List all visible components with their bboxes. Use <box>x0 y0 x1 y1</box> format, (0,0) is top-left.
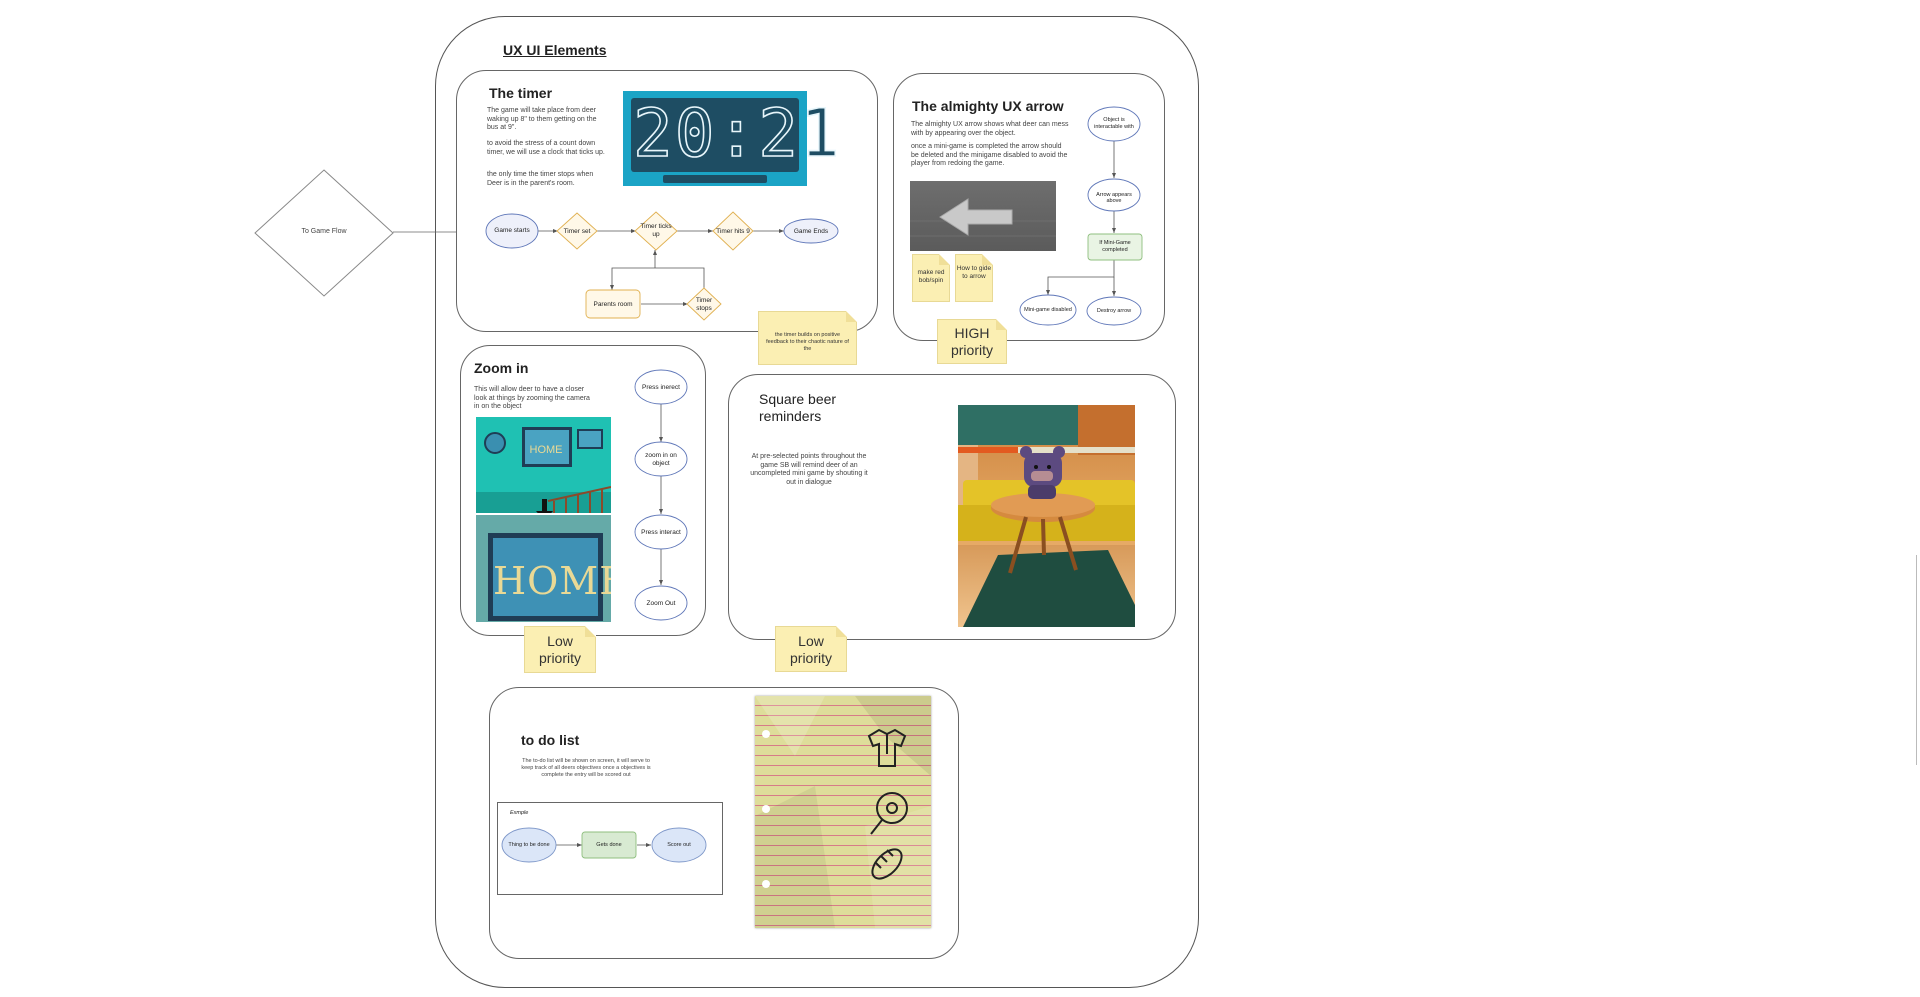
zoom-home-small: HOME <box>529 444 563 456</box>
timer-node-timer-set <box>556 212 598 250</box>
timer-node-timer-ticks <box>634 211 678 251</box>
zoom-home-large: HOME <box>493 559 611 603</box>
arrow-desc-2: once a mini-game is completed the arrow … <box>911 143 1068 167</box>
todo-example-label: Exmple <box>510 810 529 816</box>
todo-paper-image <box>755 696 931 928</box>
zoom-priority-note[interactable]: Low priority <box>524 626 596 673</box>
arrow-node-appears <box>1087 178 1141 212</box>
arrow-priority-note[interactable]: HIGH priority <box>937 319 1007 364</box>
timer-heading: The timer <box>489 85 553 101</box>
timer-node-game-ends <box>783 218 839 244</box>
zoom-heading: Zoom in <box>474 360 529 376</box>
zoom-label-zoom-out: Zoom Out <box>646 600 676 607</box>
arrow-preview-image <box>910 181 1056 251</box>
arrow-node-disabled <box>1019 294 1077 326</box>
arrow-desc-1: The almighty UX arrow shows what deer ca… <box>911 121 1069 137</box>
reminders-desc: At pre-selected points throughout the ga… <box>750 453 868 486</box>
timer-clock-image: 20:21 <box>623 91 840 186</box>
todo-node-score <box>651 827 707 863</box>
todo-node-thing <box>501 827 557 863</box>
timer-desc-3: the only time the timer stops when Deer … <box>487 171 594 187</box>
timer-sticky-note[interactable]: the timer builds on positive feedback to… <box>758 311 857 365</box>
timer-node-timer-hits <box>712 211 754 251</box>
bread-icon <box>871 848 903 880</box>
arrow-note-spin[interactable]: make red bob/spin <box>912 254 950 302</box>
arrow-label-completed: If Mini-Game completed <box>1099 240 1131 253</box>
arrow-node-destroy <box>1086 296 1142 326</box>
timer-note-text: the timer builds on positive feedback to… <box>766 332 849 352</box>
todo-label-thing: Thing to be done <box>508 842 550 848</box>
arrow-node-interactable <box>1087 106 1141 142</box>
zoom-closeup-image: HOME <box>476 515 611 622</box>
zoom-node-zoom-out <box>634 585 688 621</box>
arrow-label-disabled: Mini-game disabled <box>1024 307 1072 313</box>
timer-node-timer-stops <box>686 287 722 321</box>
reminders-heading: Square beer reminders <box>759 391 837 424</box>
timer-label-timer-ticks: Timer ticks up <box>640 223 672 238</box>
zoom-label-press1: Press inerect <box>642 384 680 391</box>
timer-label-timer-set: Timer set <box>563 228 591 235</box>
zoom-node-zoom-in <box>634 441 688 477</box>
timer-label-game-starts: Game starts <box>494 227 530 234</box>
arrow-note-spin-text: make red bob/spin <box>917 269 945 284</box>
board-title: UX UI Elements <box>503 42 607 58</box>
zoom-label-press2: Press interact <box>641 529 681 536</box>
board-frame <box>435 16 1199 988</box>
timer-label-timer-hits: Timer hits 9 <box>716 228 750 235</box>
todo-heading: to do list <box>521 732 580 748</box>
timer-node-parents-room <box>585 289 641 319</box>
zoom-node-press2 <box>634 514 688 550</box>
entry-diamond[interactable] <box>254 169 394 297</box>
reminders-priority-note[interactable]: Low priority <box>775 626 847 672</box>
arrow-note-guide-text: How to gide to arrow <box>956 265 992 280</box>
timer-label-parents-room: Parents room <box>593 301 633 308</box>
zoom-room-image: HOME <box>476 417 611 513</box>
shirt-icon <box>867 728 907 767</box>
timer-label-game-ends: Game Ends <box>793 228 829 235</box>
zoom-node-press1 <box>634 369 688 405</box>
todo-label-score: Score out <box>667 842 691 848</box>
arrow-label-appears: Arrow appears above <box>1096 192 1132 204</box>
scrollbar-indicator[interactable] <box>1916 555 1917 765</box>
arrow-note-guide[interactable]: How to gide to arrow <box>955 254 993 302</box>
arrow-node-completed <box>1087 233 1143 261</box>
zoom-desc: This will allow deer to have a closer lo… <box>474 386 590 410</box>
timer-label-timer-stops: Timer stops <box>695 297 713 312</box>
zoom-priority-text: Low priority <box>539 633 582 666</box>
todo-node-gets <box>581 831 637 859</box>
todo-desc: The to-do list will be shown on screen, … <box>521 758 651 778</box>
frying-pan-icon <box>870 792 908 835</box>
timer-desc-2: to avoid the stress of a count down time… <box>487 140 605 156</box>
zoom-label-zoom-in: zoom in on object <box>645 452 677 467</box>
todo-label-gets: Gets done <box>596 842 622 848</box>
arrow-heading: The almighty UX arrow <box>912 98 1064 114</box>
arrow-label-interactable: Object is interactable with <box>1094 117 1134 130</box>
timer-desc-1: The game will take place from deer wakin… <box>487 107 597 131</box>
entry-label[interactable]: To Game Flow <box>301 228 347 235</box>
reminders-scene-image <box>958 405 1135 627</box>
arrow-label-destroy: Destroy arrow <box>1096 308 1132 314</box>
reminders-priority-text: Low priority <box>790 633 833 666</box>
timer-node-game-starts <box>485 213 539 249</box>
arrow-priority-text: HIGH priority <box>950 325 993 358</box>
